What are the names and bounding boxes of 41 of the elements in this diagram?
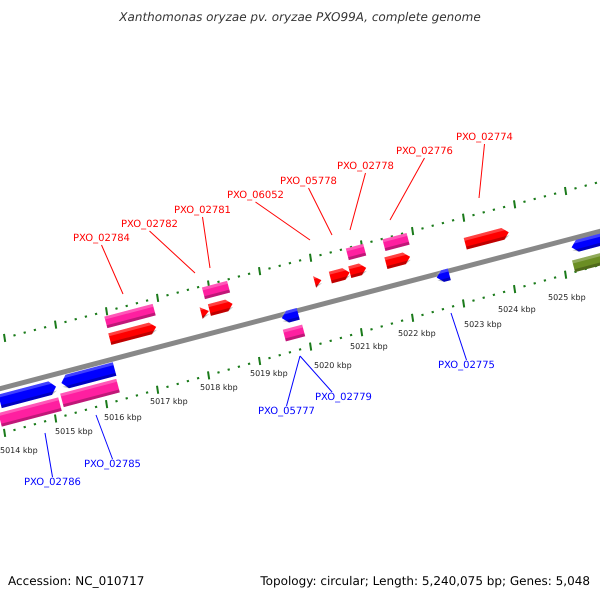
leader-line (255, 202, 310, 240)
gene-label: PXO_02784 (73, 233, 130, 245)
leader-line (96, 414, 113, 460)
scale-label: 5020 kbp (314, 362, 352, 370)
leader-line (390, 158, 425, 220)
leader-line (44, 432, 53, 478)
scale-label: 5016 kbp (104, 414, 142, 422)
leader-line (478, 144, 485, 198)
leader-line (101, 244, 124, 294)
scale-label: 5017 kbp (150, 398, 188, 406)
scale-label: 5014 kbp (0, 447, 38, 455)
leader-line (286, 356, 300, 406)
scale-label: 5022 kbp (398, 330, 436, 338)
gene-label: PXO_02778 (337, 161, 394, 173)
leader-line (300, 356, 333, 392)
footer-text: Accession: NC_010717 (8, 575, 144, 587)
leader-line (149, 230, 196, 274)
gene-label: PXO_02781 (174, 205, 231, 217)
scale-label: 5023 kbp (464, 321, 502, 329)
scale-label: 5018 kbp (200, 384, 238, 392)
gene-label: PXO_02782 (121, 219, 178, 231)
leader-line (450, 312, 467, 360)
leader-line (202, 216, 210, 268)
gene-label: PXO_02786 (24, 477, 81, 489)
gene-label: PXO_02775 (438, 360, 495, 372)
footer-text: Topology: circular; Length: 5,240,075 bp; Genes: 5,048 (260, 575, 590, 587)
gene-label: PXO_05777 (258, 406, 315, 418)
scale-label: 5021 kbp (350, 343, 388, 351)
title: Xanthomonas oryzae pv. oryzae PXO99A, complete genome (118, 11, 482, 23)
scale-label: 5024 kbp (498, 306, 536, 314)
scale-label: 5019 kbp (250, 370, 288, 378)
scale-label: 5015 kbp (55, 428, 93, 436)
gene-label: PXO_02776 (396, 146, 453, 158)
gene-label: PXO_02774 (456, 132, 513, 144)
scale-label: 5025 kbp (548, 294, 586, 302)
gene-label: PXO_05778 (280, 176, 337, 188)
leader-line (350, 172, 366, 230)
gene-label: PXO_02785 (84, 459, 141, 471)
gene-label: PXO_06052 (227, 190, 284, 202)
leader-line (308, 188, 332, 236)
gene-label: PXO_02779 (315, 392, 372, 404)
